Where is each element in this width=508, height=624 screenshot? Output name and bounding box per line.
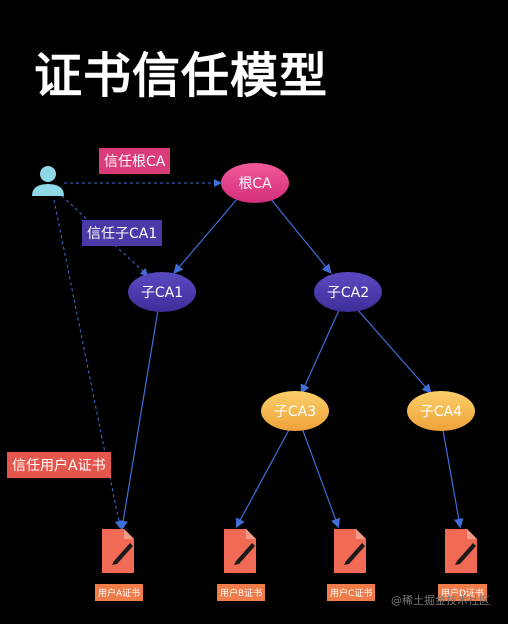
trust-user-tag: 信任用户A证书 [7,452,111,478]
node-sub3-label: 子CA3 [274,404,316,420]
edge-sub2-sub4 [355,307,432,394]
node-sub-ca3: 子CA3 [261,391,329,431]
cert-a-icon [102,529,134,573]
edge-root-sub1 [173,197,239,274]
cert-d-label: 用户D证书 [438,584,487,601]
cert-a-label: 用户A证书 [95,584,144,601]
trust-sub-tag: 信任子CA1 [82,220,163,246]
trust-root-tag: 信任根CA [99,148,171,174]
node-sub1-label: 子CA1 [141,285,183,301]
trust-edge-sub1 [61,195,149,277]
edge-sub3-certB [235,427,291,529]
node-sub-ca1: 子CA1 [128,272,196,312]
node-sub-ca2: 子CA2 [314,272,382,312]
node-root-label: 根CA [238,176,272,192]
node-sub-ca4: 子CA4 [407,391,475,431]
page-title: 证书信任模型 [34,48,329,104]
node-sub2-label: 子CA2 [327,285,369,301]
edge-sub3-certC [301,427,341,529]
edge-root-sub2 [269,197,332,274]
cert-c-icon [334,529,366,573]
cert-d-icon [445,529,477,573]
watermark: @稀土掘金技术社区 [391,594,490,607]
cert-b-icon [224,529,256,573]
cert-c-label: 用户C证书 [327,584,376,601]
node-sub4-label: 子CA4 [420,404,462,420]
edge-sub4-certD [442,429,464,529]
cert-b-label: 用户B证书 [217,584,266,601]
edge-sub1-certA [118,309,159,531]
user-icon [32,166,64,196]
edge-sub2-sub3 [300,307,341,395]
node-root-ca: 根CA [221,163,289,203]
tree-edges [118,197,464,531]
